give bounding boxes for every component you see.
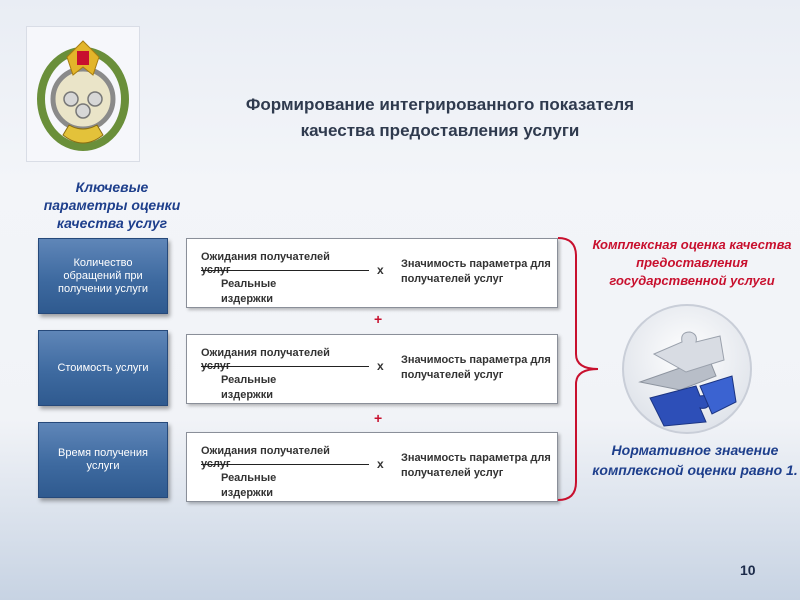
normative-value-text: Нормативное значение комплексной оценки … <box>592 442 798 478</box>
multiply-sign: x <box>377 457 384 471</box>
formula-numerator: Ожидания получателей услуг <box>201 445 330 470</box>
puzzle-image <box>620 302 754 436</box>
fraction-line <box>201 464 369 465</box>
multiply-sign: x <box>377 263 384 277</box>
formula-denominator: Реальные издержки <box>221 374 277 401</box>
formula-numerator: Ожидания получателей услуг <box>201 251 330 276</box>
complex-assessment-label: Комплексная оценка качества предоставлен… <box>592 237 792 288</box>
page-number: 10 <box>740 562 756 578</box>
param-box-time: Время получения услуги <box>38 422 168 498</box>
emblem-logo <box>26 26 140 162</box>
param-box-requests: Количество обращений при получении услуг… <box>38 238 168 314</box>
param-box-cost: Стоимость услуги <box>38 330 168 406</box>
fraction-line <box>201 270 369 271</box>
formula-box-1: Ожидания получателей услуг Реальные изде… <box>186 238 558 308</box>
param-label: Количество обращений при получении услуг… <box>58 256 148 295</box>
plus-sign-2: + <box>374 410 383 426</box>
formula-box-3: Ожидания получателей услуг Реальные изде… <box>186 432 558 502</box>
param-label: Стоимость услуги <box>57 361 149 374</box>
formula-box-2: Ожидания получателей услуг Реальные изде… <box>186 334 558 404</box>
formula-numerator: Ожидания получателей услуг <box>201 347 330 372</box>
formula-significance: Значимость параметра для получателей усл… <box>401 258 551 285</box>
title-line-1: Формирование интегрированного показателя <box>245 95 635 114</box>
formula-denominator: Реальные издержки <box>221 472 277 499</box>
formula-significance: Значимость параметра для получателей усл… <box>401 354 551 381</box>
sum-bracket <box>557 237 599 501</box>
fraction-line <box>201 366 369 367</box>
page-title: Формирование интегрированного показателя… <box>180 92 700 144</box>
param-label: Время получения услуги <box>58 447 148 472</box>
multiply-sign: x <box>377 359 384 373</box>
formula-denominator: Реальные издержки <box>221 278 277 305</box>
formula-significance: Значимость параметра для получателей усл… <box>401 452 551 479</box>
key-params-label: Ключевые параметры оценки качества услуг <box>43 179 181 231</box>
title-line-2: качества предоставления услуги <box>300 121 580 140</box>
plus-sign-1: + <box>374 311 383 327</box>
